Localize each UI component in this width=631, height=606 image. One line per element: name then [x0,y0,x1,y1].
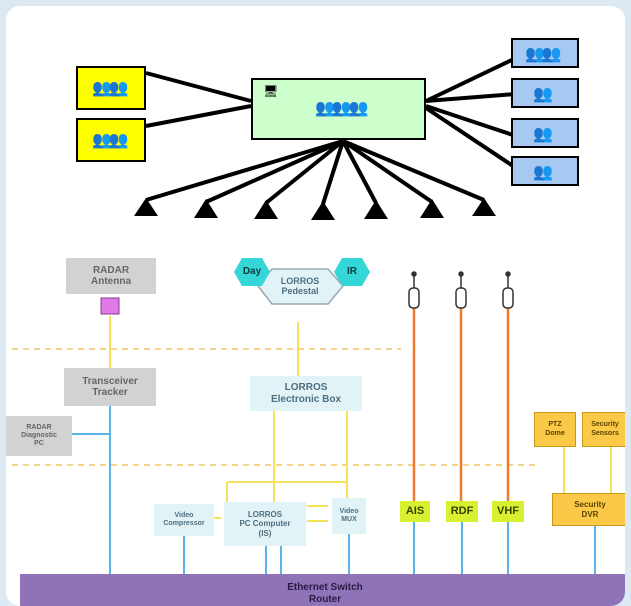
rdf-receiver: RDF [446,501,478,522]
server-icon: 🖥 [263,84,278,98]
ethernet-switch-router: Ethernet Switch Router [20,574,625,606]
day-shape [234,258,270,286]
people-icon: 👥 [533,164,553,181]
orange-links [412,308,510,501]
client-node-left-2: 👥👥 [76,118,146,162]
connection-lines [12,56,612,574]
radar-emitter [100,297,120,315]
ir-camera: IR [347,266,357,278]
central-server-node: 🖥 👥👥👥 [251,78,426,140]
transceiver-tracker: Transceiver Tracker [64,368,156,406]
top-network-links [145,56,518,205]
ir-shape [334,258,370,286]
antenna-icons [408,271,514,309]
client-node-right-4: 👥 [511,156,579,186]
radar-antenna: RADAR Antenna [66,258,156,294]
client-node-right-2: 👥 [511,78,579,108]
lorros-pc-computer: LORROS PC Computer (IS) [224,502,306,546]
people-group-icon: 👥👥👥 [315,100,369,117]
lorros-electronic-box: LORROS Electronic Box [250,376,362,411]
people-icon: 👥👥 [92,80,129,97]
lorros-pedestal: LORROS Pedestal [280,275,320,296]
people-icon: 👥👥 [525,46,562,63]
ais-receiver: AIS [400,501,430,522]
video-compressor: Video Compressor [154,504,214,536]
diagram-frame: 👥👥 👥👥 🖥 👥👥👥 👥👥 👥 👥 👥 RADAR Antenna Trans… [6,6,625,606]
security-sensors: Security Sensors [582,412,625,447]
people-icon: 👥👥 [92,132,129,149]
ptz-dome: PTZ Dome [534,412,576,447]
people-icon: 👥 [533,126,553,143]
day-camera: Day [242,266,262,278]
dashed-separators [12,348,538,466]
client-node-right-3: 👥 [511,118,579,148]
vhf-receiver: VHF [492,501,524,522]
people-icon: 👥 [533,86,553,103]
yellow-links [109,316,612,522]
radar-diagnostic-pc: RADAR Diagnostic PC [6,416,72,456]
sensor-icons [134,198,496,220]
blue-links [72,406,596,574]
client-node-right-1: 👥👥 [511,38,579,68]
client-node-left-1: 👥👥 [76,66,146,110]
security-dvr: Security DVR [552,493,625,526]
video-mux: Video MUX [332,498,366,534]
